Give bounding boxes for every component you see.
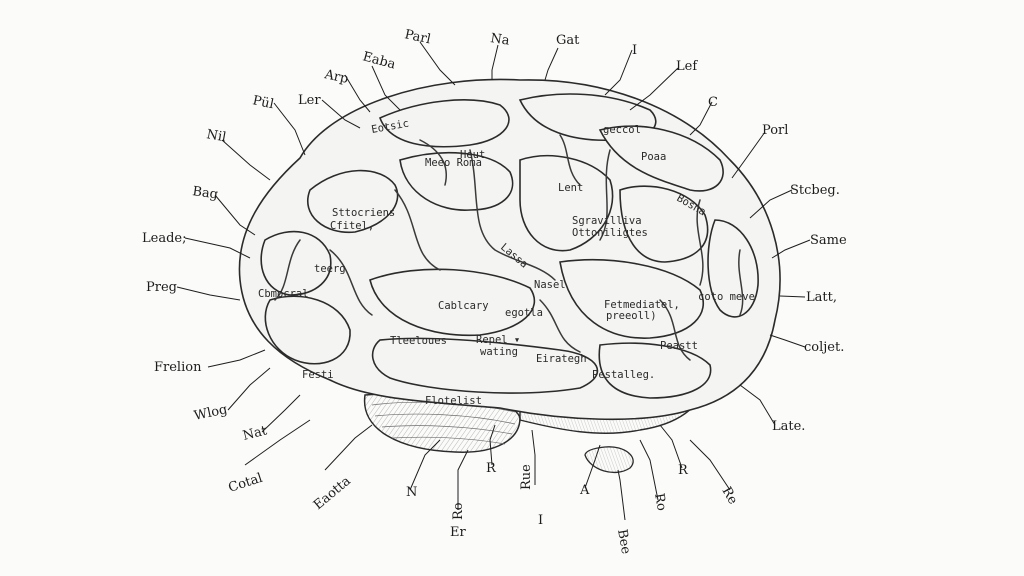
inner-label: egotla: [505, 307, 543, 319]
outer-label: Bag: [191, 184, 218, 202]
inner-label: Meeo Roma: [425, 157, 482, 169]
outer-label: Na: [489, 31, 510, 49]
outer-label: Nil: [205, 127, 227, 145]
outer-label: Bee: [614, 528, 633, 555]
inner-label: Peastt: [660, 340, 698, 352]
outer-label: I: [538, 513, 543, 528]
inner-label: Tleeloues: [390, 335, 447, 347]
outer-label: Frelion: [154, 360, 202, 375]
leader-lines: [176, 41, 811, 521]
outer-label: Nat: [241, 423, 269, 444]
outer-label: Arp: [322, 67, 350, 87]
outer-label: Re: [719, 485, 741, 508]
outer-label: Same: [810, 233, 847, 248]
outer-label: Eaotta: [311, 474, 354, 513]
outer-label: Lef: [676, 59, 698, 74]
outer-label: Rue: [519, 464, 534, 490]
outer-label: Ro: [651, 492, 669, 512]
outer-label: Leade;: [142, 231, 186, 246]
outer-label: Gat: [556, 33, 580, 48]
outer-label: R: [678, 463, 689, 478]
outer-label: N: [406, 485, 417, 500]
inner-label: Cablcary: [438, 300, 489, 312]
outer-label: Preg: [146, 280, 177, 295]
inner-labels: Eotsic Meeo Roma geccol Poaa Sttocriens …: [258, 118, 755, 407]
outer-label: Pül: [251, 93, 275, 112]
outer-label: coljet.: [804, 340, 844, 355]
outer-label: Ler: [298, 93, 321, 108]
outer-label: Er: [450, 525, 466, 540]
outer-label: Porl: [762, 123, 788, 138]
inner-label: Fetmediatel,: [604, 299, 680, 311]
inner-label: wating: [480, 346, 518, 358]
outer-label: Parl: [403, 27, 432, 47]
inner-label: Sgravilliva: [572, 215, 642, 227]
inner-label: Eirategh: [536, 353, 587, 365]
outer-label: Late.: [772, 419, 805, 434]
outer-label: R: [486, 461, 497, 476]
inner-label: Pestalleg.: [592, 369, 655, 381]
outer-label: C: [708, 95, 718, 110]
inner-label: geccol: [603, 124, 641, 136]
outer-label: Wlog: [193, 402, 229, 424]
outer-label: A: [579, 483, 590, 498]
outer-label: Ro: [451, 502, 466, 520]
inner-label: Festi: [302, 369, 334, 381]
inner-label: Lent: [558, 182, 583, 194]
inner-label: Repel ▾: [476, 334, 520, 346]
inner-label: coto meve: [698, 291, 755, 303]
inner-label: Nasel: [534, 279, 566, 291]
inner-label: Cbmocral: [258, 288, 309, 300]
inner-label: Heut: [460, 149, 485, 161]
outer-label: Eaba: [361, 49, 397, 72]
inner-label: Poaa: [641, 151, 666, 163]
outer-label: Latt,: [806, 290, 837, 305]
inner-label: Flotelist: [425, 395, 482, 407]
inner-label: Sttocriens: [332, 207, 395, 219]
outer-label: Stcbeg.: [790, 183, 840, 198]
cortex-sulci: [274, 134, 744, 361]
inner-label: preeoll): [606, 310, 657, 322]
outer-label: Cotal: [227, 471, 265, 496]
outer-label: I: [632, 43, 637, 58]
inner-label: teerg: [314, 263, 346, 275]
inner-label: Cfitel,: [330, 220, 374, 232]
inner-label: Ottoniligtes: [572, 227, 648, 239]
cortex-gyri: [260, 93, 759, 399]
